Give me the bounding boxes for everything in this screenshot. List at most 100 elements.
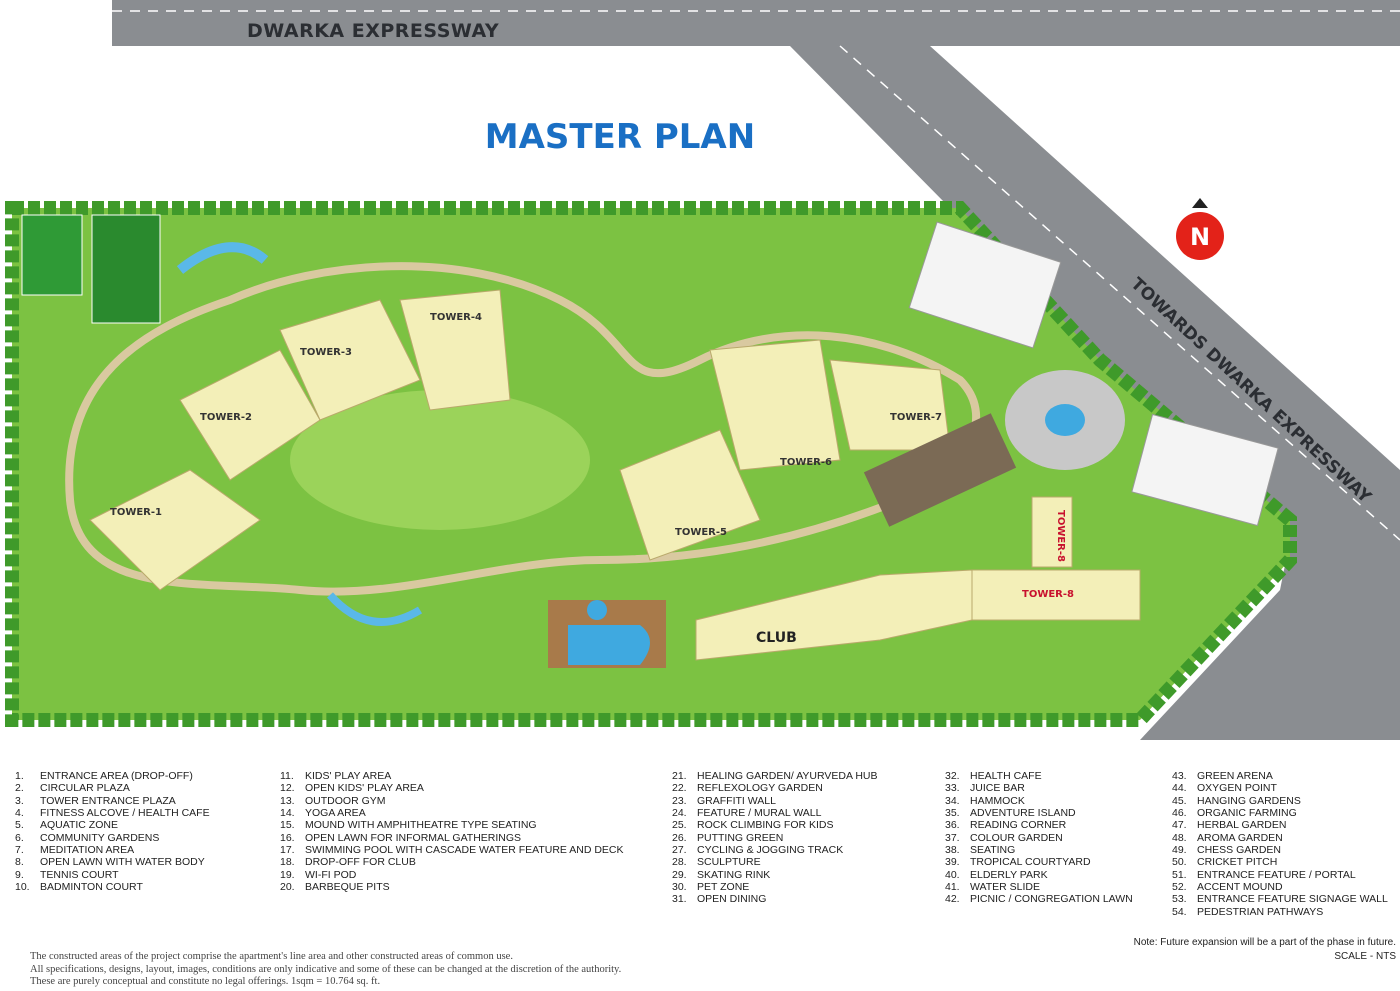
legend-number: 16. xyxy=(280,831,295,844)
legend-number: 36. xyxy=(945,819,960,832)
legend-item: 9.TENNIS COURT xyxy=(15,869,210,881)
legend-label: MOUND WITH AMPHITHEATRE TYPE SEATING xyxy=(305,819,537,832)
pergola xyxy=(863,413,1017,527)
tower-8a-block xyxy=(1031,496,1073,568)
legend-item: 25.ROCK CLIMBING FOR KIDS xyxy=(672,819,878,831)
legend-item: 27.CYCLING & JOGGING TRACK xyxy=(672,844,878,856)
legend-number: 5. xyxy=(15,819,24,832)
legend-label: YOGA AREA xyxy=(305,807,366,820)
tower-8b-block xyxy=(971,569,1141,621)
legend-item: 39.TROPICAL COURTYARD xyxy=(945,856,1133,868)
tower-label: TOWER-8 xyxy=(1022,589,1074,600)
club-block xyxy=(695,569,973,661)
legend-number: 42. xyxy=(945,893,960,906)
legend-label: PUTTING GREEN xyxy=(697,831,784,844)
tower-6-block xyxy=(709,339,841,471)
legend-number: 49. xyxy=(1172,844,1187,857)
legend-number: 41. xyxy=(945,881,960,894)
legend-item: 14.YOGA AREA xyxy=(280,807,624,819)
legend-label: GREEN ARENA xyxy=(1197,770,1273,782)
legend-label: TROPICAL COURTYARD xyxy=(970,856,1091,869)
legend-item: 38.SEATING xyxy=(945,844,1133,856)
legend-item: 17.SWIMMING POOL WITH CASCADE WATER FEAT… xyxy=(280,844,624,856)
north-label: N xyxy=(1190,223,1210,251)
legend-number: 11. xyxy=(280,770,294,782)
legend-label: FITNESS ALCOVE / HEALTH CAFE xyxy=(40,807,210,820)
future-expansion-note: Note: Future expansion will be a part of… xyxy=(1133,937,1396,948)
legend-number: 7. xyxy=(15,844,24,857)
legend-number: 35. xyxy=(945,807,960,820)
legend-number: 20. xyxy=(280,881,295,894)
legend-number: 38. xyxy=(945,844,960,857)
disclaimer: The constructed areas of the project com… xyxy=(30,951,621,989)
legend-label: ENTRANCE FEATURE SIGNAGE WALL xyxy=(1197,893,1388,906)
legend-number: 17. xyxy=(280,844,295,857)
legend-label: WI-FI POD xyxy=(305,868,357,881)
legend-item: 33.JUICE BAR xyxy=(945,782,1133,794)
legend-number: 1. xyxy=(15,770,24,782)
tower-label: TOWER-3 xyxy=(300,347,352,358)
legend-label: HERBAL GARDEN xyxy=(1197,819,1287,832)
legend-number: 15. xyxy=(280,819,295,832)
badminton-court xyxy=(21,214,83,296)
legend-label: ORGANIC FARMING xyxy=(1197,807,1297,820)
site: TOWER-1 TOWER-2 TOWER-3 TOWER-4 TOWER-5 … xyxy=(5,201,1297,727)
legend-item: 13.OUTDOOR GYM xyxy=(280,795,624,807)
legend-label: OPEN KIDS' PLAY AREA xyxy=(305,782,424,795)
legend-label: COMMUNITY GARDENS xyxy=(40,831,160,844)
legend-item: 29.SKATING RINK xyxy=(672,869,878,881)
legend-number: 30. xyxy=(672,881,687,894)
tree-border xyxy=(5,201,1297,727)
legend-item: 42.PICNIC / CONGREGATION LAWN xyxy=(945,893,1133,905)
disclaimer-line: The constructed areas of the project com… xyxy=(30,951,513,962)
legend-item: 35.ADVENTURE ISLAND xyxy=(945,807,1133,819)
legend-item: 40.ELDERLY PARK xyxy=(945,869,1133,881)
disclaimer-line: All specifications, designs, layout, ima… xyxy=(30,963,622,975)
legend-label: ELDERLY PARK xyxy=(970,868,1048,881)
legend-item: 54.PEDESTRIAN PATHWAYS xyxy=(1172,906,1388,918)
legend-item: 12.OPEN KIDS' PLAY AREA xyxy=(280,782,624,794)
legend-item: 47.HERBAL GARDEN xyxy=(1172,819,1388,831)
legend-item: 4. FITNESS ALCOVE / HEALTH CAFE xyxy=(15,807,210,819)
green-arena xyxy=(290,390,590,530)
legend-number: 44. xyxy=(1172,782,1187,795)
legend-number: 52. xyxy=(1172,881,1187,894)
legend-label: READING CORNER xyxy=(970,819,1067,832)
tower-7-block xyxy=(829,359,951,451)
legend-item: 15. MOUND WITH AMPHITHEATRE TYPE SEATING xyxy=(280,819,624,831)
legend-label: GRAFFITI WALL xyxy=(697,794,776,807)
parking-shed xyxy=(908,221,1062,349)
legend-item: 51.ENTRANCE FEATURE / PORTAL xyxy=(1172,869,1388,881)
legend-label: BADMINTON COURT xyxy=(40,881,143,894)
legend-number: 28. xyxy=(672,856,687,869)
side-road xyxy=(790,46,1400,740)
legend-label: CIRCULAR PLAZA xyxy=(40,782,130,795)
legend-label: OUTDOOR GYM xyxy=(305,794,386,807)
legend-number: 19. xyxy=(280,868,295,881)
legend-label: ROCK CLIMBING FOR KIDS xyxy=(697,819,834,832)
legend-number: 23. xyxy=(672,794,687,807)
top-road-label: DWARKA EXPRESSWAY xyxy=(247,20,499,42)
note-block: Note: Future expansion will be a part of… xyxy=(1134,936,1396,964)
legend-item: 18.DROP-OFF FOR CLUB xyxy=(280,856,624,868)
legend-item: 16.OPEN LAWN FOR INFORMAL GATHERINGS xyxy=(280,832,624,844)
legend-label: TENNIS COURT xyxy=(40,868,119,881)
tower-label: TOWER-4 xyxy=(430,312,482,323)
legend-number: 4. xyxy=(15,807,24,820)
legend-item: 3.TOWER ENTRANCE PLAZA xyxy=(15,795,210,807)
legend-label: PET ZONE xyxy=(697,881,750,894)
legend-item: 11.KIDS' PLAY AREA xyxy=(280,770,624,782)
scale-note: SCALE - NTS xyxy=(1334,951,1396,962)
legend-item: 53.ENTRANCE FEATURE SIGNAGE WALL xyxy=(1172,893,1388,905)
legend-label: HEALING GARDEN/ AYURVEDA HUB xyxy=(697,770,878,782)
legend-label: PEDESTRIAN PATHWAYS xyxy=(1197,905,1324,918)
legend-number: 33. xyxy=(945,782,960,795)
club-label: CLUB xyxy=(756,630,797,646)
legend-number: 45. xyxy=(1172,794,1187,807)
tower-label: TOWER-8 xyxy=(1055,510,1066,562)
